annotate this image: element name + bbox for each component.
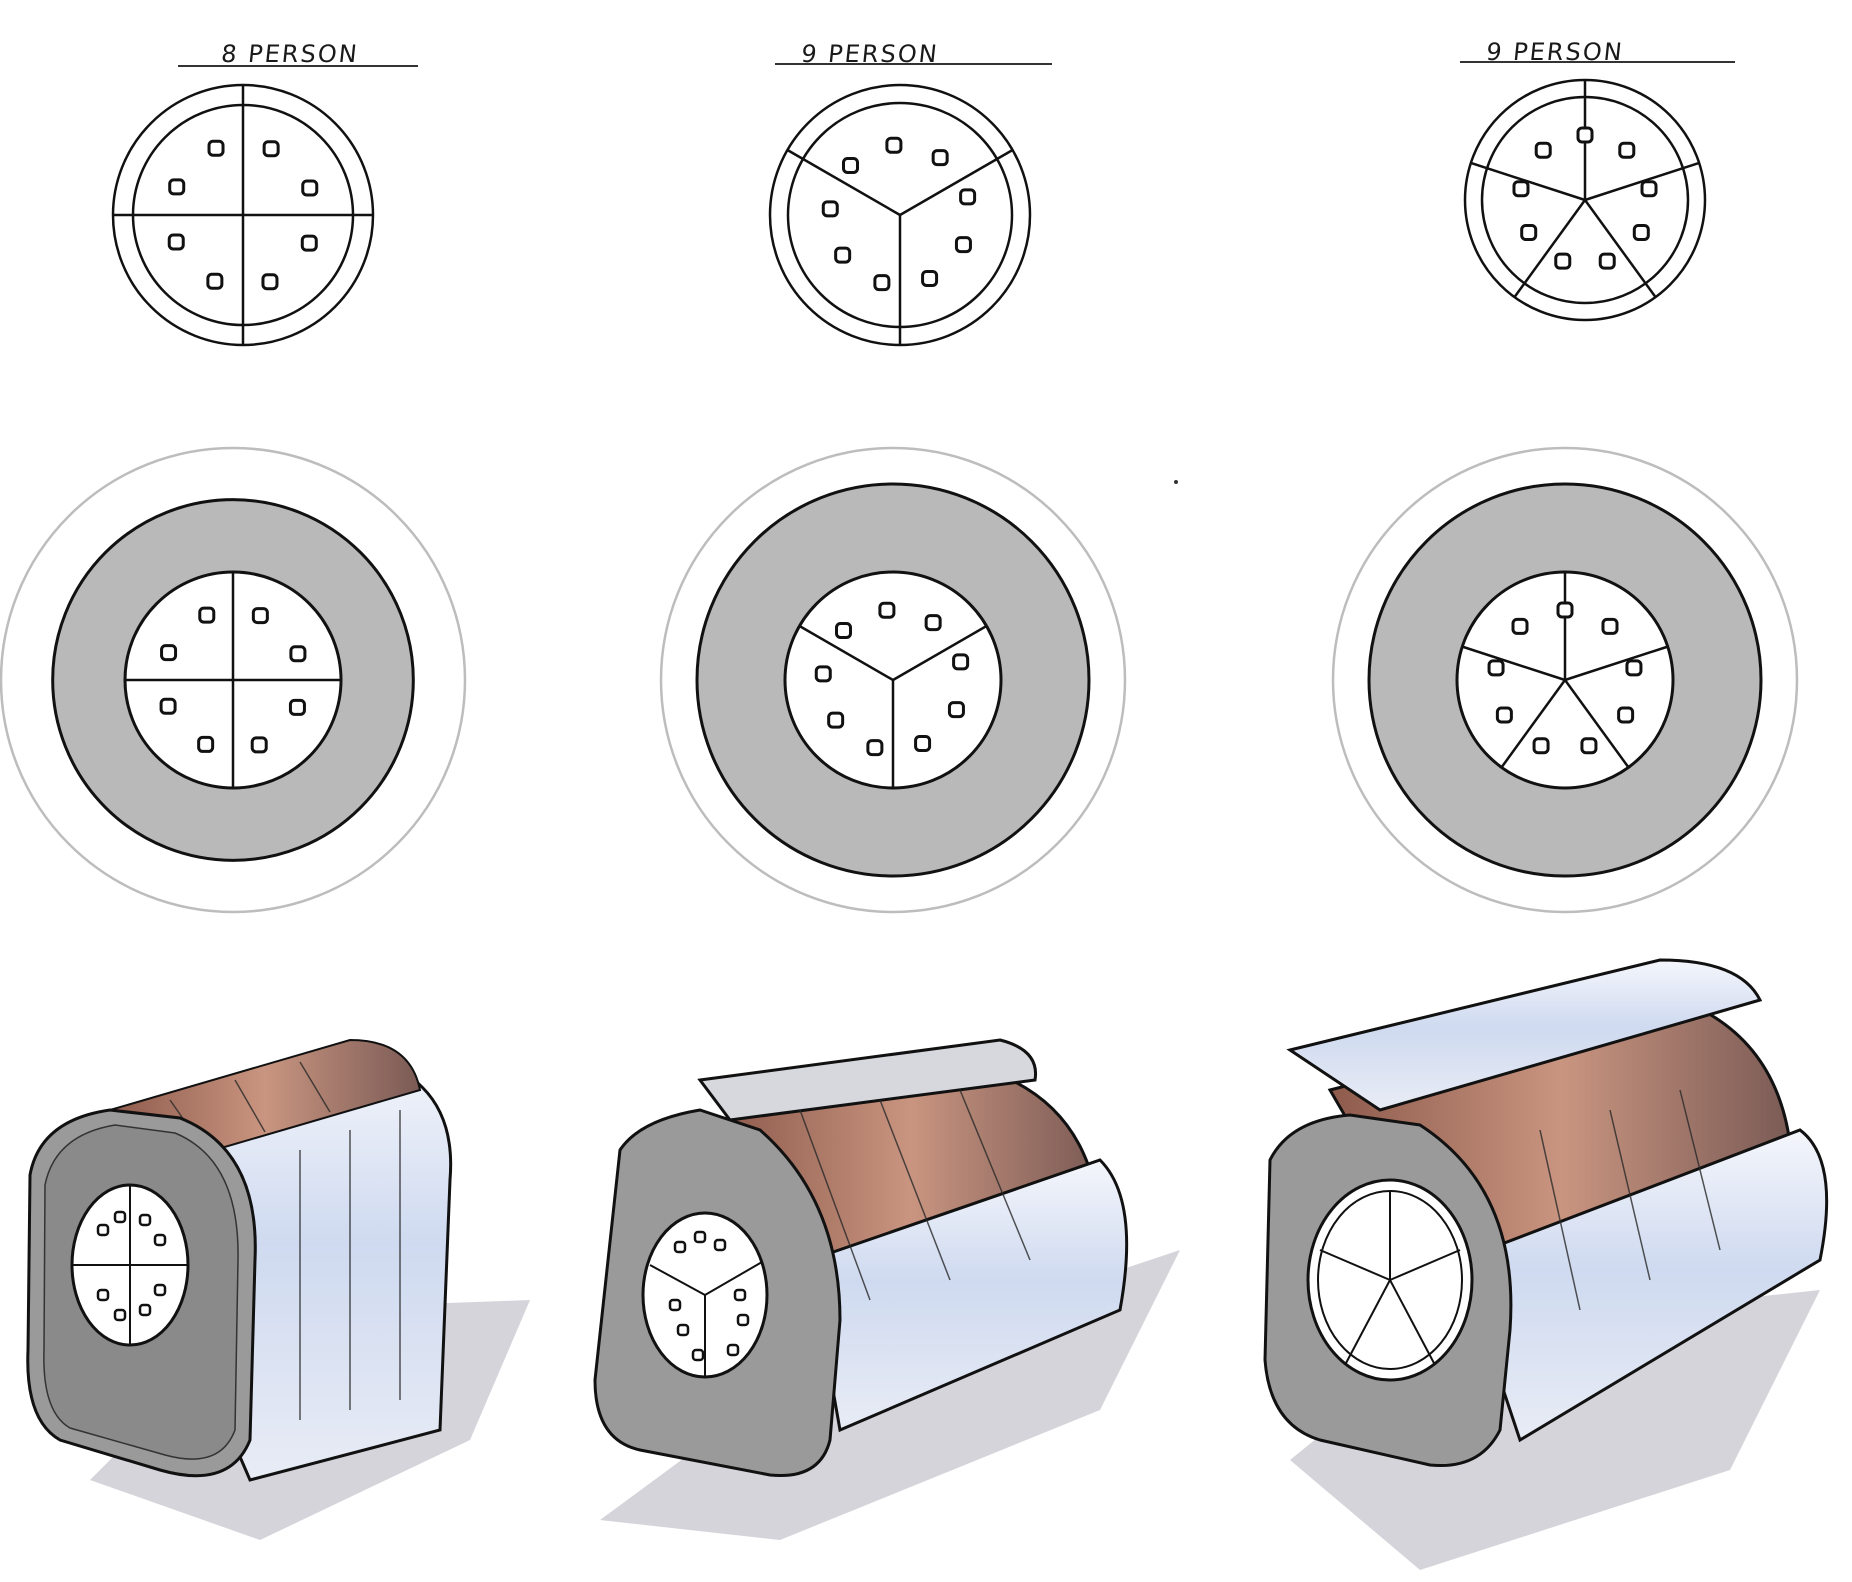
seat-icon bbox=[1617, 706, 1635, 724]
seat-icon bbox=[834, 246, 852, 264]
seat-icon bbox=[885, 136, 903, 154]
seat-icon bbox=[952, 653, 970, 671]
seat-icon bbox=[261, 273, 279, 291]
seat-icon bbox=[1640, 180, 1658, 198]
seat-icon bbox=[814, 665, 832, 683]
stray-mark bbox=[1174, 480, 1178, 484]
seat-icon bbox=[827, 711, 845, 729]
seat-icon bbox=[866, 739, 884, 757]
header-underlines bbox=[178, 61, 1735, 67]
section-3-module bbox=[659, 446, 1127, 914]
seat-icon bbox=[1576, 126, 1594, 144]
seat-icon bbox=[250, 736, 268, 754]
seat-icon bbox=[300, 234, 318, 252]
seat-icon bbox=[914, 734, 932, 752]
seat-icon bbox=[1618, 141, 1636, 159]
render-3-module bbox=[593, 1038, 1180, 1540]
seat-icon bbox=[1625, 659, 1643, 677]
seat-icon bbox=[1580, 737, 1598, 755]
seat-icon bbox=[289, 645, 307, 663]
seat-icon bbox=[954, 236, 972, 254]
seat-icon bbox=[197, 735, 215, 753]
column-1-title: 8 PERSON bbox=[219, 40, 361, 68]
seat-icon bbox=[959, 188, 977, 206]
seat-icon bbox=[1512, 180, 1530, 198]
seat-icon bbox=[206, 272, 224, 290]
seat-icon bbox=[1601, 617, 1619, 635]
seat-icon bbox=[160, 644, 178, 662]
seat-icon bbox=[207, 139, 225, 157]
seat-icon bbox=[842, 157, 860, 175]
column-2-title: 9 PERSON bbox=[799, 40, 941, 68]
seat-icon bbox=[167, 233, 185, 251]
seat-icon bbox=[1520, 224, 1538, 241]
seat-icon bbox=[1556, 601, 1574, 619]
seat-icon bbox=[873, 274, 891, 292]
seat-icon bbox=[1598, 252, 1616, 270]
seat-icon bbox=[821, 200, 839, 218]
seat-icon bbox=[262, 140, 280, 158]
render-5-module bbox=[1263, 958, 1829, 1570]
seat-icon bbox=[1632, 224, 1650, 241]
plan-9-person-5-segments bbox=[1463, 78, 1707, 322]
seat-icon bbox=[1532, 737, 1550, 755]
seat-icon bbox=[931, 149, 949, 167]
seat-icon bbox=[251, 607, 269, 625]
seat-icon bbox=[1534, 141, 1552, 159]
seat-icon bbox=[878, 601, 896, 619]
seat-icon bbox=[288, 698, 306, 716]
seat-icon bbox=[835, 622, 853, 640]
seat-icon bbox=[921, 269, 939, 287]
seat-icon bbox=[159, 697, 177, 715]
seat-icon bbox=[1495, 706, 1513, 724]
section-4-module bbox=[0, 446, 467, 914]
section-5-module bbox=[1331, 446, 1799, 914]
seat-icon bbox=[947, 701, 965, 719]
column-3-title: 9 PERSON bbox=[1484, 38, 1626, 66]
seat-icon bbox=[1511, 617, 1529, 635]
plan-8-person-4-segments bbox=[111, 83, 375, 347]
seat-icon bbox=[198, 606, 216, 624]
seat-icon bbox=[1487, 659, 1505, 677]
plan-9-person-3-segments bbox=[768, 83, 1032, 347]
seat-icon bbox=[1554, 252, 1572, 270]
seat-icon bbox=[924, 614, 942, 632]
render-4-module bbox=[26, 1038, 530, 1540]
seat-icon bbox=[168, 178, 186, 196]
seat-icon bbox=[301, 179, 319, 197]
